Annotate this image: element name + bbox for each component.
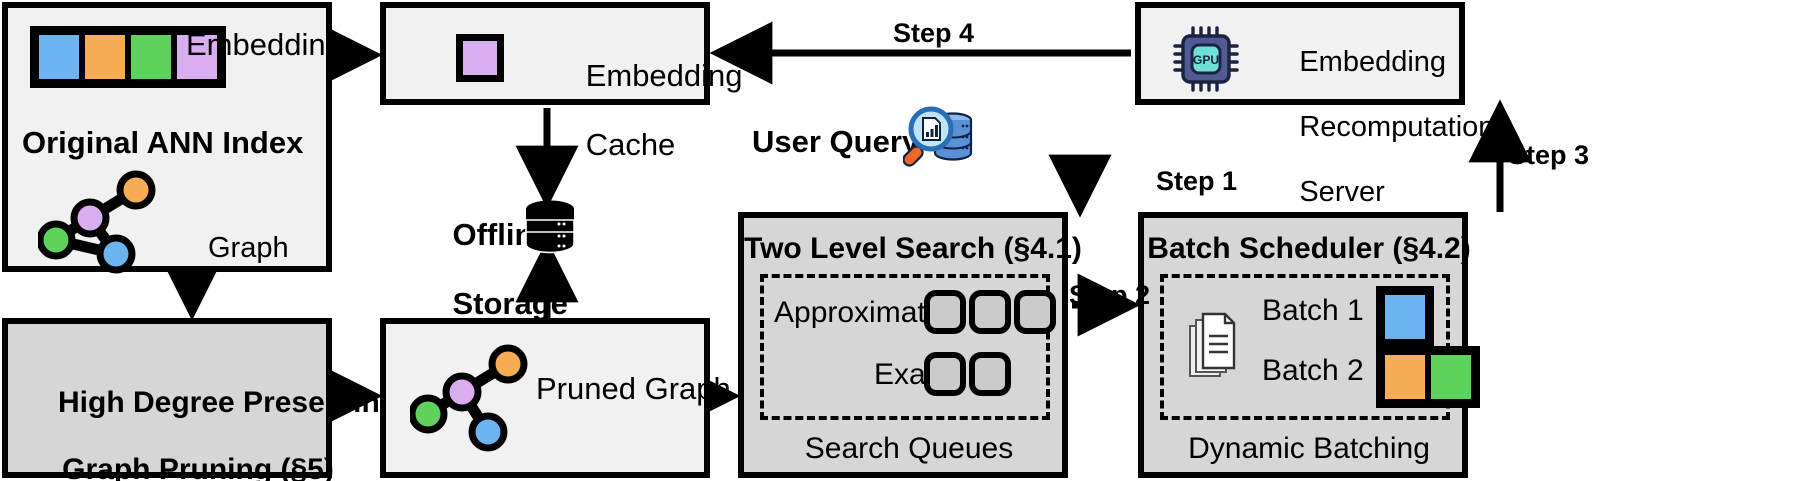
pruned-graph-box: Pruned Graph [380,318,731,478]
embedding-label: Embedding [186,27,343,62]
batch-swatch-green [1428,352,1474,402]
dynamic-batching-footer: Dynamic Batching [1188,432,1430,465]
user-query-label: User Query [752,124,920,159]
search-queues-footer: Search Queues [804,432,1014,465]
two-level-search-title: Two Level Search (§4.1) [744,232,1082,265]
batch-2-swatches [1376,346,1480,408]
original-ann-index-title: Original ANN Index [22,125,304,160]
embedding-swatch-blue [36,32,82,82]
queue-cell [969,352,1011,396]
embedding-cache-box: Embedding Cache [380,2,743,162]
embedding-swatch-row [30,26,226,88]
batch-scheduler-title: Batch Scheduler (§4.2) [1147,232,1471,265]
gpu-chip-icon: GPU [1173,26,1239,92]
original-graph-icon [38,170,156,274]
embedding-cache-swatch-icon [456,34,504,82]
queue-cell [924,290,966,334]
embedding-swatch-orange [82,32,128,82]
server-line1: Embedding [1299,46,1447,79]
dynamic-batching-group: Batch 1 Batch 2 [1160,274,1480,420]
approximate-queue-cells [924,290,1056,334]
exact-queue-cells [924,352,1011,396]
gpu-icon-text: GPU [1193,53,1219,67]
step-4-label: Step 4 [893,18,975,48]
graph-pruning-line1: High Degree Preserving [58,385,399,419]
embedding-recomputation-server-box: GPU Embedding Recomputation Server [1135,2,1494,208]
step-2-label: Step 2 [1069,280,1151,310]
embedding-cache-line1: Embedding [585,57,743,93]
recomputation-server-label: Embedding Recomputation Server [1251,14,1494,241]
documents-icon [1189,312,1236,377]
queue-cell [1014,290,1056,334]
batch-2-label: Batch 2 [1262,354,1364,387]
batch-swatch-orange [1382,352,1428,402]
graph-pruning-box: High Degree Preserving Graph Pruning (§5… [2,318,398,481]
graph-label: Graph [208,232,289,264]
database-icon [525,200,575,254]
queue-cell [924,352,966,396]
batch-1-swatches [1376,286,1434,348]
embedding-cache-label: Embedding Cache [534,24,743,198]
search-queues-group: Approximate Exact [760,274,1056,420]
embedding-cache-line2: Cache [585,127,676,163]
query-search-database-icon [903,106,973,167]
embedding-swatch-green [128,32,174,82]
pruned-graph-icon [410,344,528,452]
offline-storage-line2: Storage [452,286,568,322]
graph-pruning-text: High Degree Preserving Graph Pruning (§5… [8,352,398,481]
embedding-swatch-purple [174,32,220,82]
graph-pruning-line2: Graph Pruning (§5) [62,452,334,481]
batch-scheduler-box: Batch Scheduler (§4.2) Batch 1 Batch 2 D… [1138,212,1480,478]
queue-cell [969,290,1011,334]
pruned-graph-label: Pruned Graph [536,371,731,406]
step-3-label: Step 3 [1508,140,1590,170]
step-1-label: Step 1 [1156,166,1238,196]
server-line3: Server [1299,176,1385,209]
batch-1-label: Batch 1 [1262,294,1364,327]
approximate-label: Approximate [774,296,943,329]
server-line2: Recomputation [1299,111,1495,144]
original-ann-index-box: Embedding Original ANN Index Graph [2,2,343,274]
two-level-search-box: Two Level Search (§4.1) Approximate Exac… [738,212,1082,478]
batch-swatch-blue [1382,292,1428,342]
